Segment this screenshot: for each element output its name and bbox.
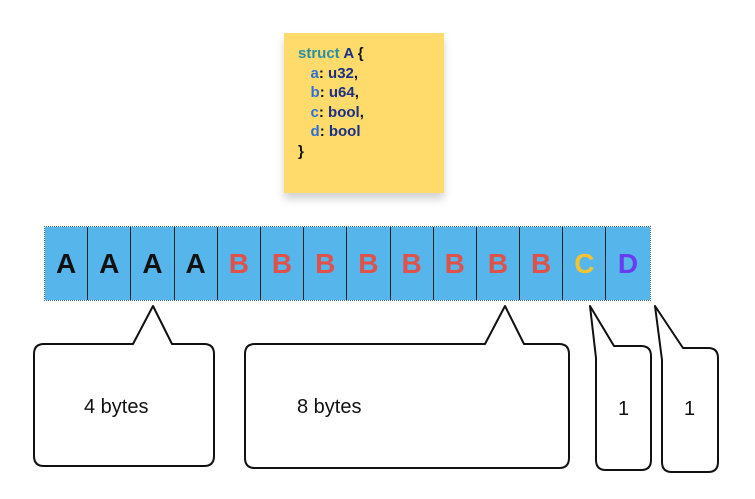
- byte-cell: B: [260, 227, 305, 300]
- struct-header-line: struct A {: [298, 44, 444, 64]
- struct-field-line: a: u32,: [310, 64, 359, 82]
- byte-cell: A: [131, 227, 175, 300]
- field-sep: ,: [359, 103, 364, 121]
- byte-cell: C: [563, 227, 607, 300]
- field-name: d: [310, 123, 320, 140]
- byte-cell: A: [88, 227, 132, 300]
- byte-cell: B: [217, 227, 261, 300]
- struct-keyword: struct: [298, 45, 340, 62]
- struct-close-brace: }: [298, 142, 304, 160]
- callout-d-byte-shape: [654, 305, 719, 473]
- field-sep: ,: [353, 64, 359, 82]
- field-name: a: [310, 64, 319, 82]
- field-name: c: [310, 103, 319, 121]
- byte-cell: B: [390, 227, 434, 300]
- field-sep: ,: [354, 84, 359, 101]
- struct-field-line: b: u64,: [310, 84, 359, 101]
- struct-field-line: d: bool: [310, 123, 361, 140]
- byte-cell: B: [347, 227, 391, 300]
- byte-cell: B: [476, 227, 521, 300]
- callout-8-bytes-shape: [244, 305, 570, 469]
- byte-row: A A A A B B B B B B B B C D: [44, 226, 651, 301]
- callout-8-bytes-label: 8 bytes: [297, 396, 362, 418]
- byte-cell: A: [174, 227, 218, 300]
- callout-c-byte-shape: [589, 305, 652, 471]
- struct-field-line: c: bool,: [310, 103, 364, 121]
- callout-4-bytes-label: 4 bytes: [84, 396, 149, 418]
- callout-c-byte-label: 1: [618, 398, 630, 420]
- byte-cell: B: [304, 227, 348, 300]
- byte-cell: D: [606, 227, 650, 300]
- struct-name: A: [343, 45, 354, 62]
- struct-sticky-note: struct A { a: u32, b: u64, c: bool, d: b…: [284, 33, 444, 193]
- field-name: b: [310, 84, 320, 101]
- callout-d-byte-label: 1: [684, 398, 696, 420]
- field-type: bool: [328, 123, 361, 140]
- struct-open-brace: {: [357, 45, 364, 62]
- byte-cell: B: [433, 227, 477, 300]
- field-type: bool: [328, 103, 360, 121]
- byte-cell: A: [45, 227, 89, 300]
- field-type: u32: [328, 64, 354, 82]
- callout-4-bytes-shape: [33, 305, 215, 467]
- byte-cell: B: [520, 227, 564, 300]
- field-type: u64: [328, 84, 355, 101]
